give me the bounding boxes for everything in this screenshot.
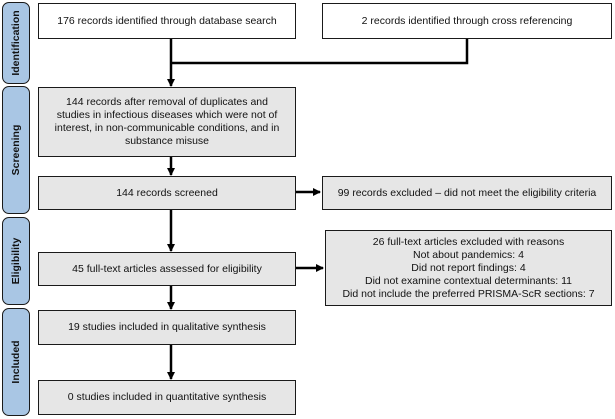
fulltext-excluded-heading: 26 full-text articles excluded with reas… [372, 235, 565, 248]
box-qualitative-synthesis-text: 19 studies included in qualitative synth… [68, 321, 266, 333]
box-fulltext-assessed-text: 45 full-text articles assessed for eligi… [72, 262, 262, 275]
box-cross-referencing: 2 records identified through cross refer… [322, 3, 612, 39]
box-after-removal-line-3: interest, in non-communicable conditions… [54, 122, 280, 134]
box-after-removal-line-4: substance misuse [124, 135, 210, 147]
box-database-search-text: 176 records identified through database … [57, 14, 277, 27]
box-records-excluded: 99 records excluded – did not meet the e… [322, 176, 612, 210]
fulltext-excluded-reason-3: Did not examine contextual determinants:… [364, 274, 572, 287]
box-after-removal-line-2: studies in infectious diseases which wer… [56, 109, 278, 121]
box-cross-referencing-text: 2 records identified through cross refer… [361, 14, 573, 27]
box-fulltext-excluded: 26 full-text articles excluded with reas… [325, 230, 612, 306]
fulltext-excluded-reason-2: Did not report findings: 4 [411, 261, 526, 274]
stage-included: Included [2, 308, 30, 416]
box-quantitative-synthesis-text: 0 studies included in quantitative synth… [67, 391, 267, 403]
box-records-screened: 144 records screened [38, 176, 296, 210]
box-records-excluded-text: 99 records excluded – did not meet the e… [337, 186, 597, 199]
stage-identification: Identification [2, 2, 30, 84]
box-after-removal-line-1: 144 records after removal of duplicates … [66, 96, 268, 108]
box-after-removal: 144 records after removal of duplicates … [38, 87, 296, 157]
connector-crossref-join [171, 39, 469, 65]
stage-screening: Screening [2, 86, 30, 214]
box-fulltext-assessed: 45 full-text articles assessed for eligi… [38, 252, 296, 286]
box-records-screened-text: 144 records screened [116, 186, 218, 199]
box-database-search: 176 records identified through database … [38, 3, 296, 39]
stage-eligibility: Eligibility [2, 217, 30, 305]
box-quantitative-synthesis: 0 studies included in quantitative synth… [38, 380, 296, 415]
fulltext-excluded-reason-1: Not about pandemics: 4 [413, 248, 524, 261]
box-qualitative-synthesis: 19 studies included in qualitative synth… [38, 310, 296, 345]
fulltext-excluded-reason-4: Did not include the preferred PRISMA-ScR… [342, 287, 595, 300]
